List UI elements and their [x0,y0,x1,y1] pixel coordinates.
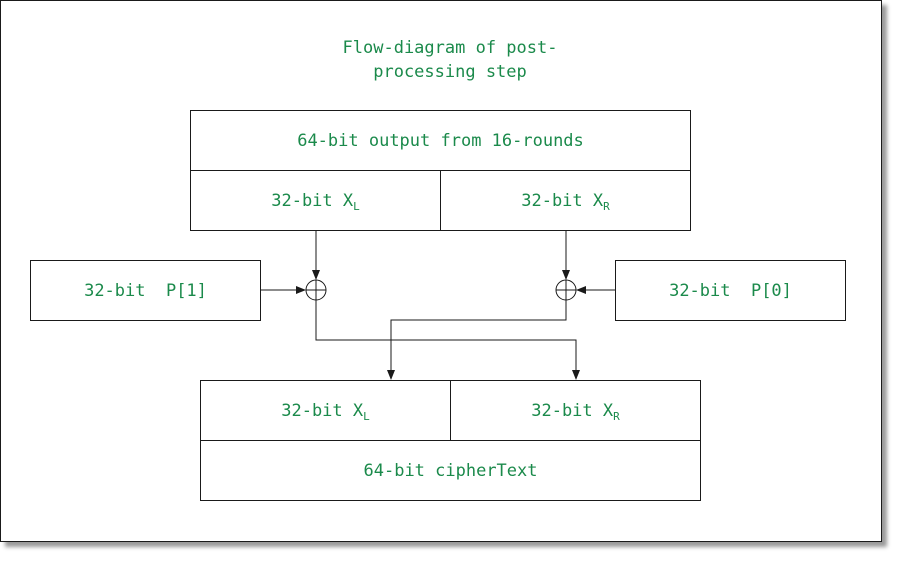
xor-left-to-bottom-xr-arrow [315,300,580,380]
bottom-xr-prefix: 32-bit X [531,400,614,421]
diagram-title: Flow-diagram of post- processing step [250,36,650,84]
bottom-xl-box: 32-bit XL [200,380,451,441]
xor-right-to-bottom-xl-arrow [387,300,567,380]
top-output-label: 64-bit output from 16-rounds [297,130,584,151]
top-xl-subscript: L [353,199,360,213]
p1-box: 32-bit P[1] [30,260,261,321]
p0-label: 32-bit P[0] [669,280,792,301]
ciphertext-box: 64-bit cipherText [200,440,701,501]
top-output-box: 64-bit output from 16-rounds [190,110,691,171]
bottom-xr-label: 32-bit XR [531,400,620,423]
ciphertext-label: 64-bit cipherText [363,460,538,481]
top-xr-box: 32-bit XR [440,170,691,231]
top-xl-prefix: 32-bit X [271,190,354,211]
top-xr-subscript: R [603,199,610,213]
bottom-xr-subscript: R [613,409,620,423]
top-xr-prefix: 32-bit X [521,190,604,211]
bottom-xr-box: 32-bit XR [450,380,701,441]
xor-right-icon [555,279,577,301]
p0-box: 32-bit P[0] [615,260,846,321]
top-xl-box: 32-bit XL [190,170,441,231]
bottom-xl-prefix: 32-bit X [281,400,364,421]
bottom-xl-label: 32-bit XL [281,400,370,423]
p1-label: 32-bit P[1] [84,280,207,301]
title-line-2: processing step [373,62,527,82]
bottom-xl-subscript: L [363,409,370,423]
title-line-1: Flow-diagram of post- [342,38,558,58]
top-xr-label: 32-bit XR [521,190,610,213]
xor-left-icon [305,279,327,301]
top-xl-label: 32-bit XL [271,190,360,213]
